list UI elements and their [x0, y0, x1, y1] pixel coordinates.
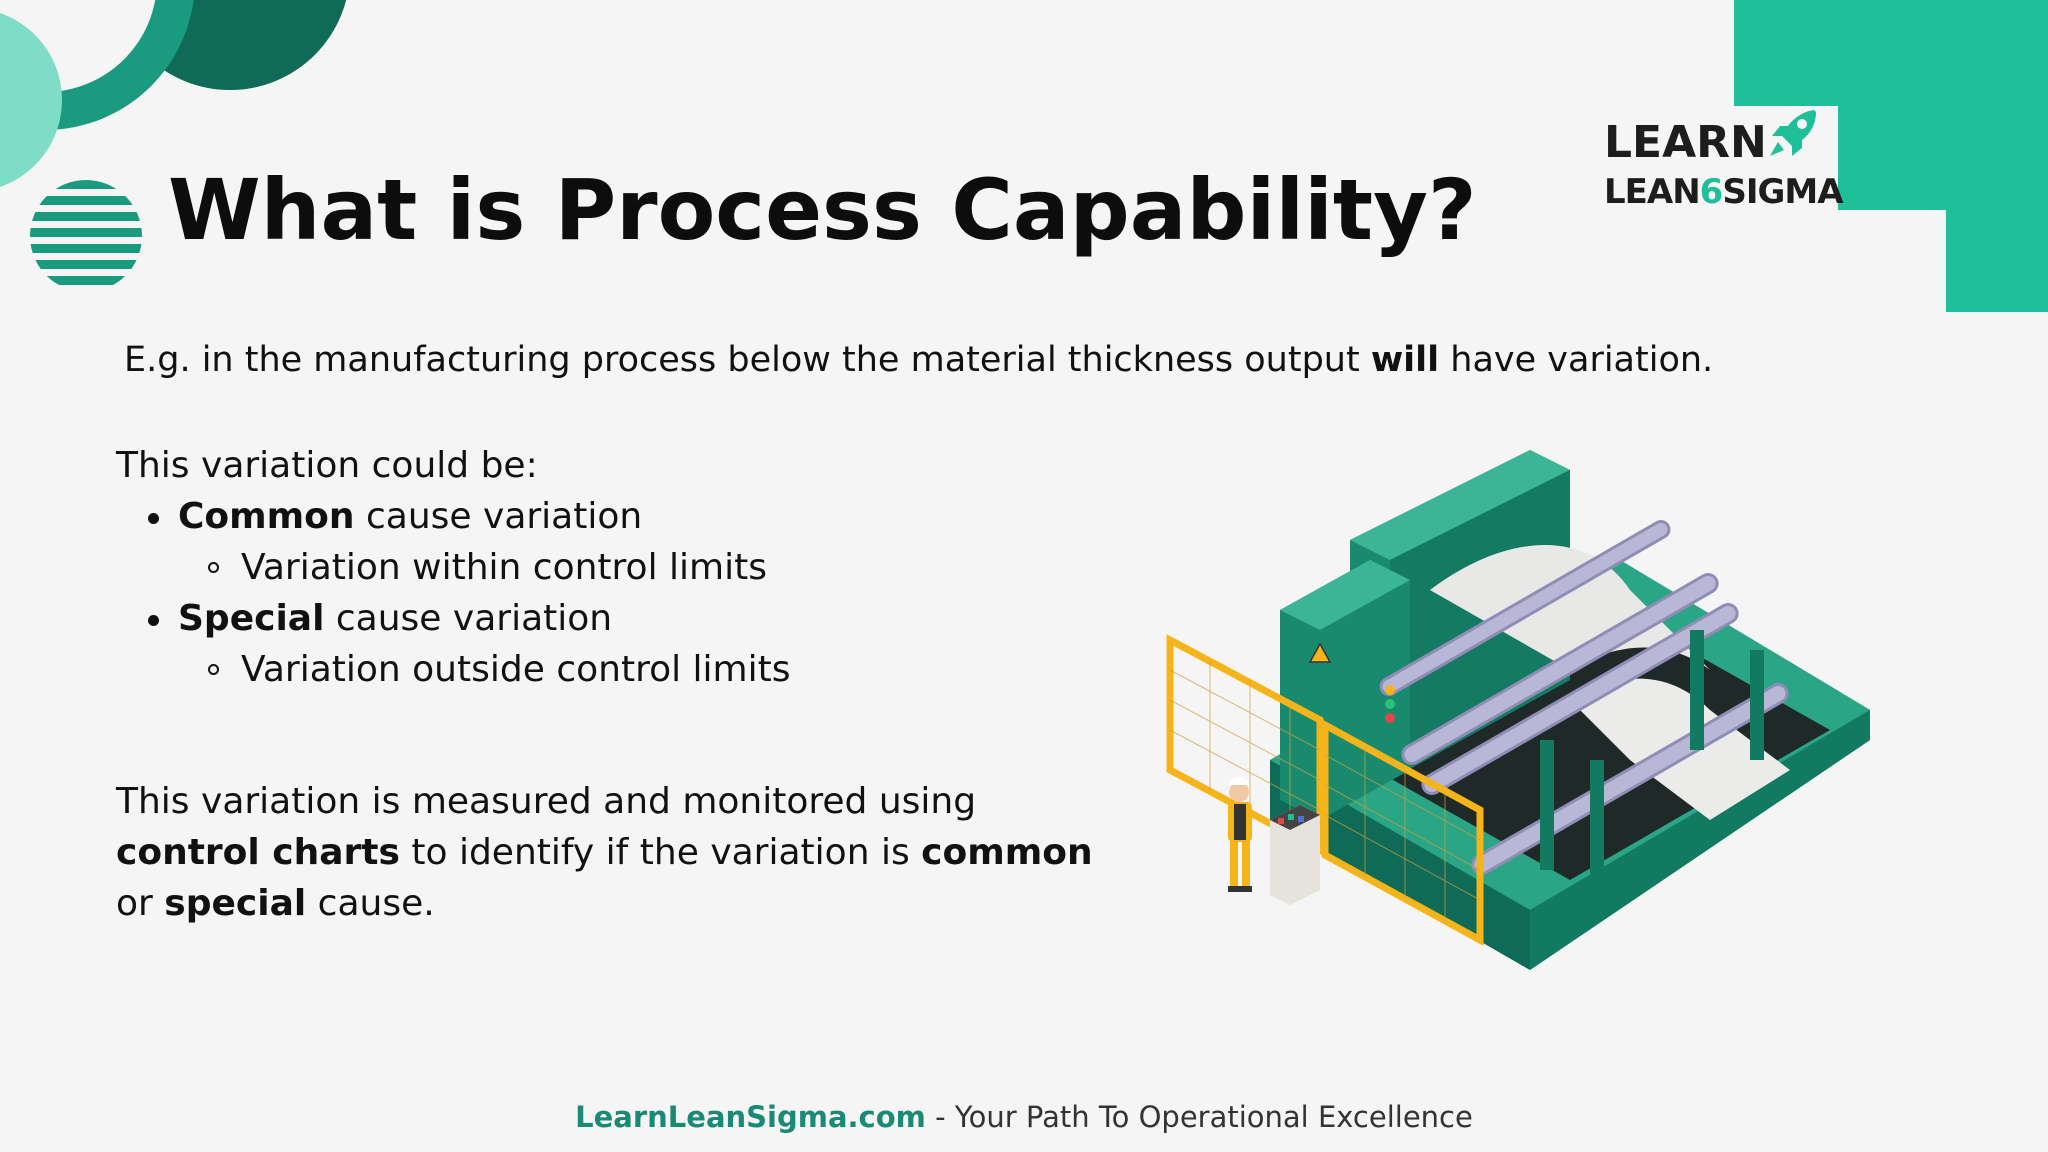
variation-lead: This variation could be: [116, 445, 538, 486]
footer: LearnLeanSigma.com - Your Path To Operat… [0, 1098, 2048, 1136]
factory-machine-illustration [1166, 450, 1870, 970]
control-charts-paragraph: This variation is measured and monitored… [116, 781, 1093, 924]
rocket-icon [1770, 110, 1816, 156]
sub-item-outside-limits: Variation outside control limits [116, 644, 791, 695]
footer-tagline: - Your Path To Operational Excellence [925, 1100, 1473, 1134]
variation-list-block: This variation could be: Common cause va… [116, 440, 791, 695]
logo-line-learn: LEARN [1604, 117, 1767, 168]
page-title: What is Process Capability? [168, 161, 1477, 259]
list-item-special: Special cause variation [116, 593, 791, 644]
logo-line-lean6sigma: LEAN6SIGMA [1604, 172, 1844, 212]
sub-item-within-limits: Variation within control limits [116, 542, 791, 593]
decorative-circles-top-left [0, 0, 347, 187]
warning-icon [1308, 642, 1332, 663]
striped-circle-icon [30, 180, 142, 285]
footer-site-link[interactable]: LearnLeanSigma.com [575, 1100, 926, 1134]
intro-text: E.g. in the manufacturing process below … [124, 340, 1714, 380]
list-item-common: Common cause variation [116, 491, 791, 542]
